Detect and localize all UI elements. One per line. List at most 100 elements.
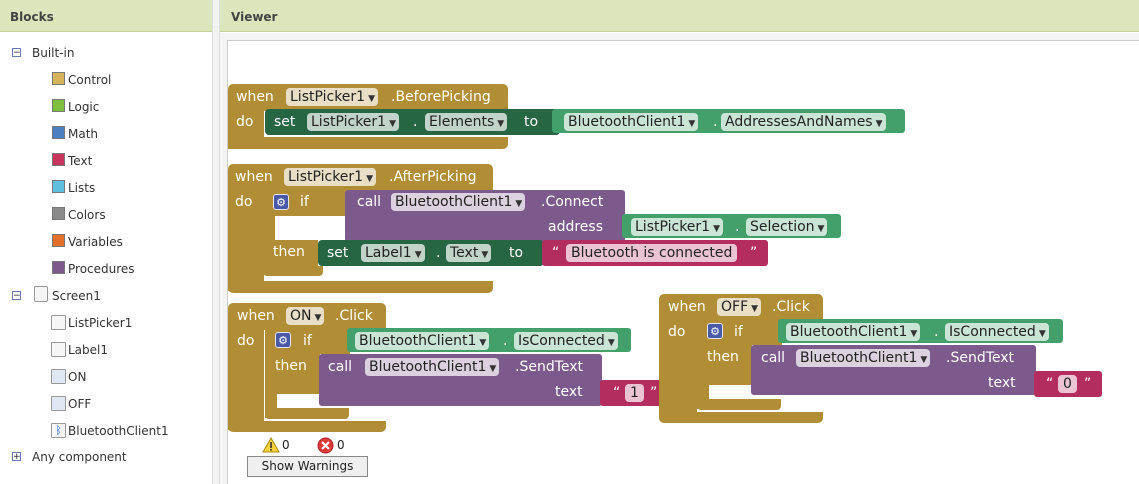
if-footer bbox=[697, 399, 781, 410]
set-label: set bbox=[327, 245, 349, 261]
component-dropdown[interactable]: ListPicker1▼ bbox=[631, 218, 724, 236]
expand-any-component-icon[interactable]: + bbox=[12, 452, 21, 462]
component-dropdown[interactable]: OFF▼ bbox=[717, 298, 762, 316]
gear-icon[interactable]: ⚙ bbox=[273, 194, 289, 210]
component-label: BluetoothClient1 bbox=[68, 424, 169, 438]
component-dropdown[interactable]: ListPicker1▼ bbox=[286, 88, 379, 106]
dropdown-value: ON bbox=[290, 308, 312, 324]
to-label: to bbox=[509, 245, 524, 261]
collapse-builtin-icon[interactable]: − bbox=[12, 48, 21, 58]
component-dropdown[interactable]: BluetoothClient1▼ bbox=[365, 358, 500, 376]
then-label: then bbox=[707, 349, 739, 365]
component-label: Label1 bbox=[68, 343, 109, 357]
tree-item-label: Math bbox=[68, 127, 99, 141]
component-dropdown[interactable]: ON▼ bbox=[286, 307, 325, 325]
tree-item-label: Procedures bbox=[68, 262, 135, 276]
dropdown-value: ListPicker1 bbox=[311, 114, 387, 130]
colors-color-swatch bbox=[52, 207, 65, 220]
dropdown-value: BluetoothClient1 bbox=[359, 333, 477, 349]
quote-open: “ bbox=[552, 245, 560, 261]
component-label: ListPicker1 bbox=[68, 316, 133, 330]
component-dropdown[interactable]: Label1▼ bbox=[361, 244, 425, 262]
then-section bbox=[697, 345, 752, 385]
event-name: .Click bbox=[772, 299, 810, 315]
method-name: .Connect bbox=[541, 194, 604, 210]
text-arg-label: text bbox=[555, 384, 583, 400]
dropdown-arrow-icon: ▼ bbox=[479, 338, 487, 348]
dropdown-value: AddressesAndNames bbox=[725, 114, 873, 130]
do-label: do bbox=[236, 114, 254, 130]
logic-color-swatch bbox=[52, 99, 65, 112]
dropdown-arrow-icon: ▼ bbox=[875, 119, 883, 129]
event-stem bbox=[228, 191, 264, 291]
tree-item-label: Text bbox=[68, 154, 93, 168]
dropdown-value: BluetoothClient1 bbox=[369, 359, 487, 375]
method-name: .SendText bbox=[946, 350, 1015, 366]
show-warnings-button[interactable]: Show Warnings bbox=[247, 456, 368, 477]
dropdown-value: Label1 bbox=[365, 245, 412, 261]
property-dropdown[interactable]: IsConnected▼ bbox=[945, 323, 1049, 341]
when-label: when bbox=[235, 169, 273, 185]
dropdown-arrow-icon: ▼ bbox=[368, 94, 376, 104]
then-section bbox=[265, 354, 320, 394]
dropdown-value: ListPicker1 bbox=[635, 219, 711, 235]
event-footer bbox=[659, 412, 823, 423]
panel-splitter[interactable] bbox=[212, 0, 220, 484]
if-footer bbox=[265, 408, 349, 419]
property-dropdown[interactable]: IsConnected▼ bbox=[514, 332, 618, 350]
tree-any-component[interactable]: Any component bbox=[32, 450, 127, 464]
component-dropdown[interactable]: BluetoothClient1▼ bbox=[796, 349, 931, 367]
screen-icon bbox=[34, 286, 48, 302]
tree-screen1[interactable]: Screen1 bbox=[52, 289, 101, 303]
component-dropdown[interactable]: ListPicker1▼ bbox=[307, 113, 400, 131]
dot-label: . bbox=[503, 333, 508, 349]
gear-icon[interactable]: ⚙ bbox=[707, 323, 723, 339]
property-dropdown[interactable]: AddressesAndNames▼ bbox=[721, 113, 886, 131]
component-dropdown[interactable]: BluetoothClient1▼ bbox=[786, 323, 921, 341]
event-name: .Click bbox=[335, 308, 373, 324]
dropdown-value: BluetoothClient1 bbox=[395, 194, 513, 210]
blocks-workspace[interactable]: when ListPicker1▼ .BeforePicking do set … bbox=[227, 40, 1139, 484]
string-value[interactable]: 0 bbox=[1058, 375, 1077, 393]
tree-item-label: Control bbox=[68, 73, 112, 87]
dropdown-arrow-icon: ▼ bbox=[688, 119, 696, 129]
error-icon bbox=[317, 437, 334, 454]
gear-icon[interactable]: ⚙ bbox=[275, 332, 291, 348]
tree-item-label: Variables bbox=[68, 235, 123, 249]
if-label: if bbox=[303, 333, 312, 349]
event-footer bbox=[228, 421, 386, 432]
string-value[interactable]: Bluetooth is connected bbox=[566, 244, 738, 262]
component-dropdown[interactable]: BluetoothClient1▼ bbox=[355, 332, 490, 350]
dropdown-value: Elements bbox=[429, 114, 495, 130]
tree-builtin[interactable]: Built-in bbox=[32, 46, 75, 60]
dropdown-arrow-icon: ▼ bbox=[910, 329, 918, 339]
event-footer bbox=[228, 137, 508, 149]
component-dropdown[interactable]: ListPicker1▼ bbox=[284, 168, 377, 186]
control-color-swatch bbox=[52, 72, 65, 85]
tree-item-label: Lists bbox=[68, 181, 96, 195]
dropdown-value: ListPicker1 bbox=[288, 169, 364, 185]
do-label: do bbox=[235, 194, 253, 210]
button-icon bbox=[51, 396, 66, 411]
warning-icon bbox=[262, 437, 280, 453]
string-value[interactable]: 1 bbox=[625, 384, 644, 402]
property-dropdown[interactable]: Text▼ bbox=[446, 244, 492, 262]
collapse-screen-icon[interactable]: − bbox=[12, 291, 21, 301]
dot-label: . bbox=[436, 245, 441, 261]
lists-color-swatch bbox=[52, 180, 65, 193]
component-dropdown[interactable]: BluetoothClient1▼ bbox=[564, 113, 699, 131]
set-block[interactable] bbox=[318, 240, 544, 266]
property-dropdown[interactable]: Selection▼ bbox=[746, 218, 828, 236]
procedures-color-swatch bbox=[52, 261, 65, 274]
dropdown-value: OFF bbox=[721, 299, 749, 315]
label-icon bbox=[51, 342, 66, 357]
component-dropdown[interactable]: BluetoothClient1▼ bbox=[391, 193, 526, 211]
dropdown-arrow-icon: ▼ bbox=[817, 224, 825, 234]
event-stem bbox=[228, 330, 264, 430]
if-label: if bbox=[300, 194, 309, 210]
dropdown-arrow-icon: ▼ bbox=[366, 174, 374, 184]
event-name: .AfterPicking bbox=[389, 169, 477, 185]
do-label: do bbox=[668, 324, 686, 340]
property-dropdown[interactable]: Elements▼ bbox=[425, 113, 508, 131]
text-color-swatch bbox=[52, 153, 65, 166]
